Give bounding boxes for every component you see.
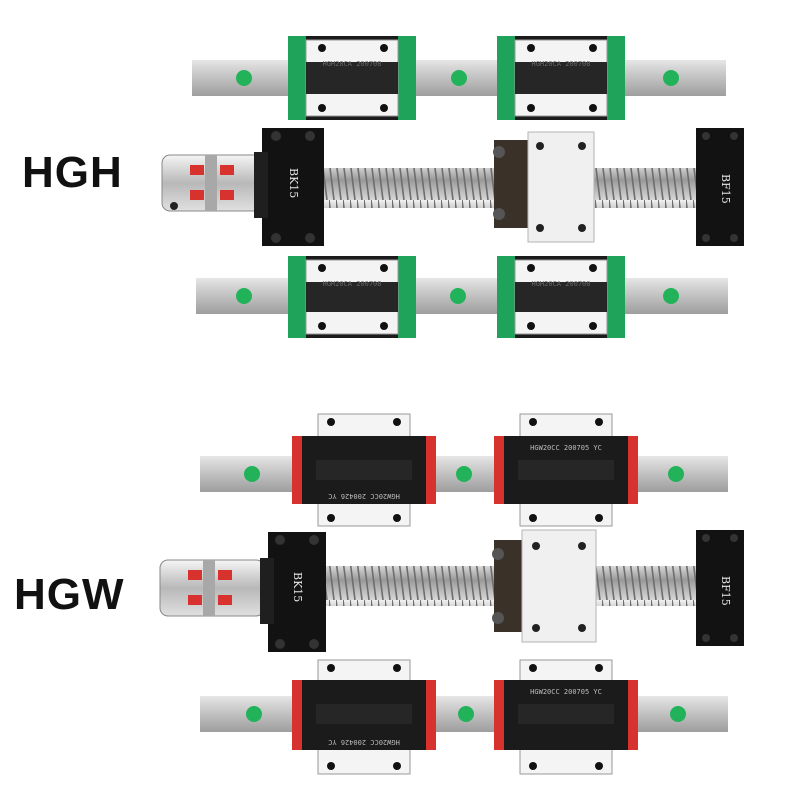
hgw-fixed-support: BK15 <box>260 532 326 652</box>
block-marking: HGW20CC 200705 YC <box>530 444 602 452</box>
block-marking: HGH20CA 200708 <box>322 60 381 68</box>
hgw-block-lower-left: HGW20CC 200426 YC <box>292 659 436 775</box>
support-marking: BK15 <box>287 168 300 198</box>
hgh-coupling <box>161 154 267 212</box>
support-marking: BF15 <box>719 576 732 606</box>
block-marking: HGH20CA 200708 <box>531 60 590 68</box>
hgh-block-lower-right: HGH20CA 200708 <box>497 256 625 338</box>
hgw-label: HGW <box>14 570 125 619</box>
block-marking: HGW20CC 200426 YC <box>328 738 400 746</box>
hgw-block-upper-left: HGW20CC 200426 YC <box>292 413 436 527</box>
hgh-block-upper-right: HGH20CA 200708 <box>497 36 625 120</box>
block-marking: HGW20CC 200426 YC <box>328 492 400 500</box>
hgh-block-upper-left: HGH20CA 200708 <box>288 36 416 120</box>
support-marking: BK15 <box>291 572 304 602</box>
block-marking: HGW20CC 200705 YC <box>530 688 602 696</box>
support-marking: BF15 <box>719 174 732 204</box>
hgh-lower-rail <box>196 278 728 314</box>
hgh-block-lower-left: HGH20CA 200708 <box>288 256 416 338</box>
hgh-label: HGH <box>22 148 123 197</box>
hgw-block-upper-right: HGW20CC 200705 YC <box>494 413 638 527</box>
hgw-lower-rail <box>200 696 728 732</box>
block-marking: HGH20CA 200708 <box>322 280 381 288</box>
hgw-floating-support: BF15 <box>696 530 744 646</box>
hgh-screw-nut <box>493 131 595 243</box>
hgh-floating-support: BF15 <box>696 128 744 246</box>
hgh-fixed-support: BK15 <box>254 128 324 246</box>
hgw-upper-rail <box>200 456 728 492</box>
hgw-screw-nut <box>492 529 597 643</box>
hgw-block-lower-right: HGW20CC 200705 YC <box>494 659 638 775</box>
hgw-coupling <box>159 559 265 617</box>
hgh-upper-rail <box>192 60 726 96</box>
block-marking: HGH20CA 200708 <box>531 280 590 288</box>
